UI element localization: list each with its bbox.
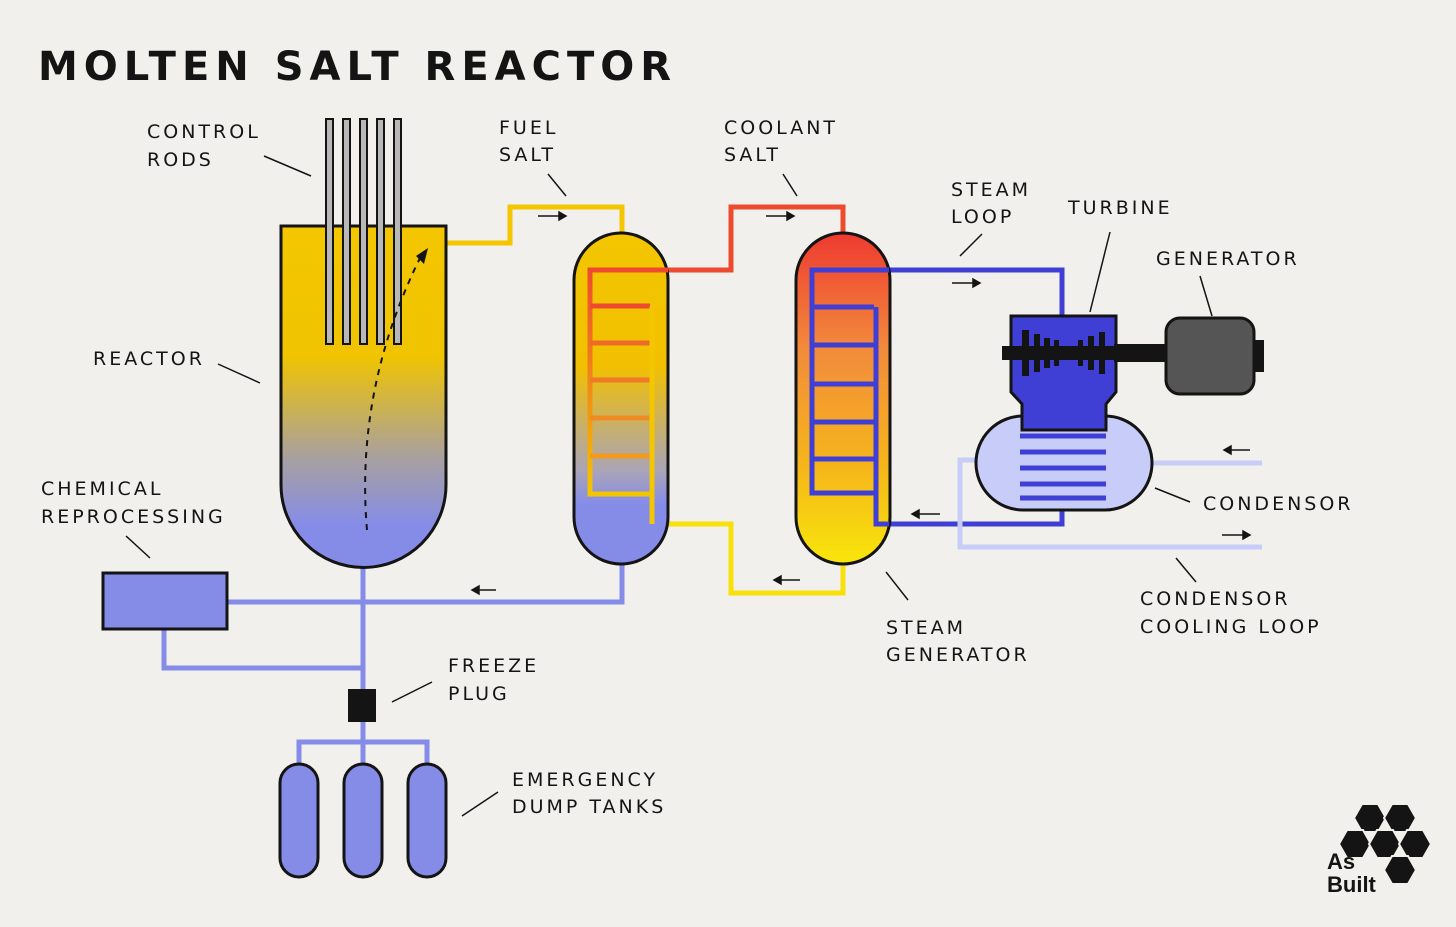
- label-condensor-cooling-loop-2: COOLING LOOP: [1140, 616, 1322, 638]
- label-chemical-reprocessing-2: REPROCESSING: [41, 506, 226, 528]
- emergency-dump-tanks: [278, 762, 448, 879]
- primary-heat-exchanger: [572, 231, 670, 566]
- label-steam-generator-1: STEAM: [886, 617, 966, 639]
- label-generator: GENERATOR: [1156, 248, 1300, 270]
- label-emergency-dump-tanks-2: DUMP TANKS: [512, 796, 666, 818]
- label-fuel-salt-2: SALT: [499, 144, 556, 166]
- label-freeze-plug-1: FREEZE: [448, 655, 539, 677]
- label-control-rods-1: CONTROL: [147, 121, 261, 143]
- label-chemical-reprocessing-1: CHEMICAL: [41, 478, 163, 500]
- label-steam-loop-2: LOOP: [951, 206, 1014, 228]
- reactor-flow-arrow: [364, 257, 421, 531]
- freeze-plug: [348, 689, 376, 722]
- label-emergency-dump-tanks-1: EMERGENCY: [512, 769, 658, 791]
- page-title: MOLTEN SALT REACTOR: [38, 44, 677, 90]
- steam-loop-pipe-out: [889, 267, 1065, 318]
- primary-heat-exchanger-coil: [587, 267, 668, 524]
- label-fuel-salt-1: FUEL: [499, 117, 558, 139]
- coolant-hot-pipe: [667, 204, 846, 273]
- leader-lines: [125, 155, 1213, 817]
- reactor-flow-arrowhead: [416, 248, 428, 264]
- logo-text-built: Built: [1327, 872, 1377, 897]
- label-condensor: CONDENSOR: [1203, 493, 1354, 515]
- logo-hexagon-icon: [1337, 803, 1433, 885]
- chemical-reprocessing-unit: [101, 571, 229, 631]
- turbine-shaft: [1114, 344, 1168, 362]
- label-coolant-salt-2: SALT: [724, 144, 781, 166]
- condensor-coil: [1020, 433, 1106, 501]
- as-built-logo: As Built: [1327, 803, 1433, 897]
- fuel-return-pipe: [228, 563, 625, 605]
- steam-generator-vessel: [794, 231, 892, 566]
- generator-body: [1164, 316, 1256, 396]
- reprocessing-return-pipe: [161, 629, 363, 671]
- generator-terminal: [1254, 340, 1264, 372]
- label-condensor-cooling-loop-1: CONDENSOR: [1140, 588, 1291, 610]
- label-freeze-plug-2: PLUG: [448, 683, 510, 705]
- label-steam-loop-1: STEAM: [951, 179, 1031, 201]
- reactor-vessel: [279, 224, 448, 569]
- label-steam-generator-2: GENERATOR: [886, 644, 1030, 666]
- flow-arrows: [470, 210, 1252, 596]
- label-control-rods-2: RODS: [147, 149, 214, 171]
- steam-generator-coil: [809, 267, 889, 527]
- fuel-salt-pipe: [442, 204, 625, 246]
- label-reactor: REACTOR: [93, 348, 205, 370]
- steam-loop-pipe-return: [889, 508, 1065, 527]
- control-rods: [325, 118, 402, 345]
- label-coolant-salt-1: COOLANT: [724, 117, 838, 139]
- dump-manifold-pipe: [296, 739, 430, 766]
- label-turbine: TURBINE: [1067, 197, 1173, 219]
- logo-text-as: As: [1327, 849, 1355, 874]
